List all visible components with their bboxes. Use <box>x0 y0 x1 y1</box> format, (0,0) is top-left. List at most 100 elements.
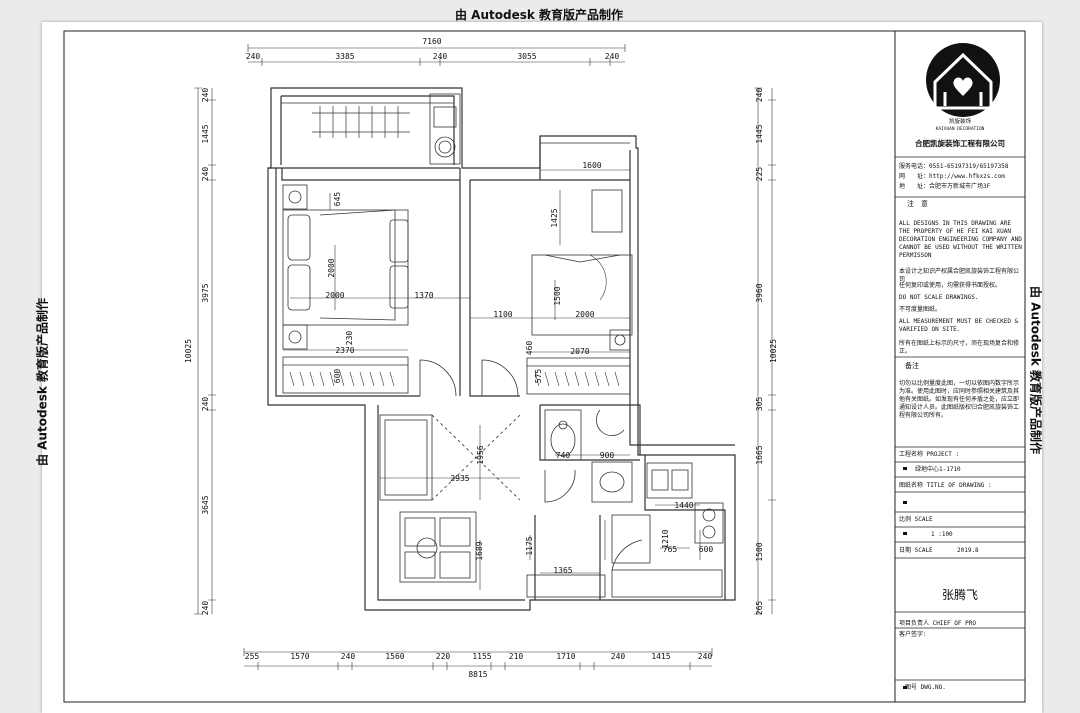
dim-bottom-7: 210 <box>509 652 524 661</box>
watermark-right: 由 Autodesk 教育版产品制作 <box>1028 285 1043 455</box>
dim-int-6: 1370 <box>414 291 433 300</box>
dim-left-1: 240 <box>201 88 210 103</box>
dim-bottom-8: 1710 <box>556 652 575 661</box>
dim-right-total: 10025 <box>769 339 778 363</box>
note-5: 不可度量图纸。 <box>899 306 942 313</box>
client-signature-label: 客户签字: <box>899 631 927 638</box>
designer-name: 张腾飞 <box>941 588 978 602</box>
note-7: 所有在图纸上标示的尺寸，须在现场复合和修正。 <box>899 340 1020 355</box>
dim-int-20: 1440 <box>674 501 693 510</box>
dim-int-8: 1100 <box>493 310 512 319</box>
dim-right-7: 1500 <box>755 542 764 561</box>
note-4: DO NOT SCALE DRAWINGS. <box>899 294 979 301</box>
dim-top-total: 7160 <box>422 37 441 46</box>
dim-right-5: 305 <box>755 397 764 412</box>
dim-int-4: 2000 <box>327 258 336 277</box>
company-website: 网 址：http://www.hfkxzs.com <box>899 173 1005 180</box>
dim-bottom-10: 1415 <box>651 652 670 661</box>
dim-right-1: 240 <box>755 88 764 103</box>
dim-int-1: 1600 <box>582 161 601 170</box>
dim-int-24: 765 <box>663 545 678 554</box>
bathroom <box>544 409 633 503</box>
title-block-lines <box>895 156 1025 681</box>
drawing-title-label: 图纸名称 TITLE OF DRAWING : <box>899 482 992 489</box>
top-dimensions: 7160 240 3385 240 3055 240 <box>246 37 620 61</box>
note-2: 本设计之知识产权属合肥凯旋装饰工程有限公司 <box>899 268 1020 283</box>
dim-int-19: 2935 <box>450 474 469 483</box>
date-label: 日期 SCALE <box>899 547 933 554</box>
note-3: 任何复印或使用，均需获得书面授权。 <box>899 282 1002 289</box>
left-dimensions: 10025 240 1445 240 3975 240 3645 240 <box>184 88 210 616</box>
dim-int-5: 2000 <box>325 291 344 300</box>
dim-right-2: 1445 <box>755 124 764 143</box>
title-block-bullets <box>903 467 907 689</box>
interior-dimensions: 1600 645 1425 2000 2000 1370 1500 1100 2… <box>325 161 713 575</box>
dim-int-11: 2370 <box>335 346 354 355</box>
dim-int-25: 600 <box>699 545 714 554</box>
dim-bottom-3: 240 <box>341 652 356 661</box>
drawing-sheet <box>42 22 1042 713</box>
dim-bottom-total: 8815 <box>468 670 487 679</box>
dim-int-18: 900 <box>600 451 615 460</box>
dim-int-21: 1689 <box>475 541 484 560</box>
dim-left-6: 3645 <box>201 495 210 514</box>
drawing-number-label: 图号 DWG.NO. <box>905 684 946 691</box>
dim-int-14: 600 <box>333 369 342 384</box>
kitchen <box>526 462 724 598</box>
dim-bottom-9: 240 <box>611 652 626 661</box>
dimension-lines <box>194 44 776 670</box>
note-1: ALL DESIGNS IN THIS DRAWING ARE THE PROP… <box>899 220 1022 259</box>
dim-top-3: 240 <box>433 52 448 61</box>
right-dimensions: 10025 240 1445 225 3960 305 1665 1500 26… <box>755 88 778 616</box>
dim-right-4: 3960 <box>755 283 764 302</box>
title-block: 凯旋装饰 KAIXUAN DECORATION 合肥凯旋装饰工程有限公司 服务电… <box>895 30 1025 700</box>
logo-text-cn: 凯旋装饰 <box>948 119 971 125</box>
dim-bottom-1: 255 <box>245 652 260 661</box>
dim-right-6: 1665 <box>755 445 764 464</box>
dim-int-23: 1210 <box>661 529 670 548</box>
watermark-top: 由 Autodesk 教育版产品制作 <box>455 8 624 22</box>
dim-left-3: 240 <box>201 167 210 182</box>
dim-top-4: 3055 <box>517 52 536 61</box>
bedroom-2 <box>481 189 633 397</box>
date-value: 2019.8 <box>957 547 979 554</box>
dim-right-8: 265 <box>755 601 764 616</box>
dim-top-1: 240 <box>246 52 261 61</box>
bedroom-1 <box>282 184 457 397</box>
dim-bottom-4: 1560 <box>385 652 404 661</box>
dim-int-15: 575 <box>534 369 543 384</box>
dim-top-5: 240 <box>605 52 620 61</box>
logo-text-en: KAIXUAN DECORATION <box>935 127 985 132</box>
dim-int-22: 1175 <box>525 536 534 555</box>
remarks-title: 备注 <box>905 362 919 370</box>
project-label: 工程名称 PROJECT : <box>899 451 960 458</box>
dim-int-3: 1425 <box>550 208 559 227</box>
dim-right-3: 225 <box>755 167 764 182</box>
notes-title: 注 意 <box>907 200 928 208</box>
scale-label: 比例 SCALE <box>899 516 933 523</box>
dim-bottom-5: 220 <box>436 652 451 661</box>
project-value: 绿地中心1-1710 <box>915 466 961 473</box>
dim-int-16: 1956 <box>476 445 485 464</box>
drying-rack <box>312 106 410 138</box>
wardrobe-hangers <box>289 371 620 387</box>
dim-int-7: 1500 <box>553 286 562 305</box>
remarks-text: 切勿以比例量度此图，一切以依图内数字所示为准。使用此图时，应同时参照相关建筑及其… <box>899 380 1020 419</box>
dim-int-9: 2000 <box>575 310 594 319</box>
dim-left-5: 240 <box>201 397 210 412</box>
chief-label: 项目负责人 CHIEF OF PRO <box>899 620 976 627</box>
living-room <box>379 414 521 583</box>
dim-left-total: 10025 <box>184 339 193 363</box>
company-address: 地 址：合肥市万新城市广场3F <box>899 183 991 190</box>
dim-bottom-6: 1155 <box>472 652 491 661</box>
dim-top-2: 3385 <box>335 52 354 61</box>
dim-int-10: 230 <box>345 331 354 346</box>
balcony <box>281 93 630 165</box>
dim-bottom-11: 240 <box>698 652 713 661</box>
dim-int-17: 740 <box>556 451 571 460</box>
drawing-frame <box>63 30 1026 703</box>
dim-int-13: 2070 <box>570 347 589 356</box>
note-6: ALL MEASUREMENT MUST BE CHECKED & VARIFI… <box>899 318 1019 333</box>
dim-left-7: 240 <box>201 601 210 616</box>
